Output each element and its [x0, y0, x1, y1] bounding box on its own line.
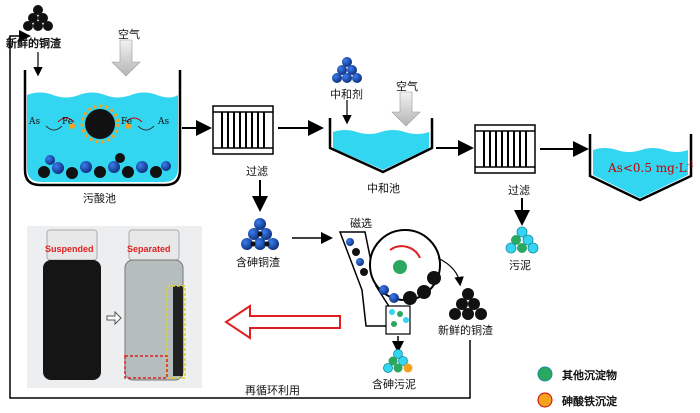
air-arrow-2: [391, 91, 421, 127]
arsenic-slag-label: 含砷铜渣: [236, 256, 280, 269]
neutralizer-pile: [332, 57, 362, 83]
recycle-loop-line: [9, 30, 471, 399]
acid-pool-label: 污酸池: [83, 192, 116, 205]
as-limit-text: As<0.5 mg·L: [608, 161, 687, 175]
filter-1-label: 过滤: [246, 165, 268, 178]
filter-press-1: [212, 105, 274, 155]
arsenic-sludge-pile: [383, 349, 413, 373]
as-limit-label: As<0.5 mg·L-1: [608, 160, 694, 175]
as-label-left: As: [29, 117, 41, 127]
final-pool: [588, 134, 693, 202]
fresh-slag-top-label: 新鲜的铜渣: [6, 37, 61, 50]
air-arrow-1: [111, 39, 141, 77]
bottle-photo: Suspended Separated: [27, 226, 202, 388]
neutral-pool-label: 中和池: [367, 182, 400, 195]
reaction-particle: [45, 104, 155, 144]
separated-caption: Separated: [127, 244, 171, 254]
sludge-pile: [505, 226, 539, 254]
arsenic-sludge-label: 含砷污泥: [372, 378, 416, 391]
legend-other-symbol: [537, 366, 553, 382]
filter-press-2: [474, 124, 536, 174]
air-label-2: 空气: [396, 80, 418, 93]
arsenic-slag-pile: [241, 218, 279, 250]
recycle-label: 再循环利用: [245, 384, 300, 397]
fe-label-right: Fe: [121, 117, 133, 127]
filter-2-label: 过滤: [508, 184, 530, 197]
suspended-caption: Suspended: [45, 244, 94, 254]
fe-label-left: Fe: [62, 117, 74, 127]
neutral-pool: [328, 118, 434, 174]
fresh-slag-top-pile: [23, 5, 53, 31]
fresh-slag-right-label: 新鲜的铜渣: [438, 324, 493, 337]
acid-pool-sediment: [38, 153, 171, 179]
fresh-slag-right-pile: [449, 288, 487, 320]
as-limit-sup: -1: [686, 160, 695, 169]
as-label-right: As: [158, 117, 170, 127]
sludge-label: 污泥: [509, 259, 531, 272]
neutralizer-label: 中和剂: [330, 88, 363, 101]
air-label-1: 空气: [118, 28, 140, 41]
legend-other-label: 其他沉淀物: [562, 369, 617, 382]
magnetic-sep-label: 磁选: [350, 217, 372, 230]
magnetic-separator: [338, 229, 464, 335]
red-recycle-arrow: [224, 304, 341, 340]
legend-ferric-symbol: [537, 392, 553, 408]
bottle-photo-canvas: [27, 226, 202, 388]
legend-ferric-label: 砷酸铁沉淀: [562, 395, 617, 408]
